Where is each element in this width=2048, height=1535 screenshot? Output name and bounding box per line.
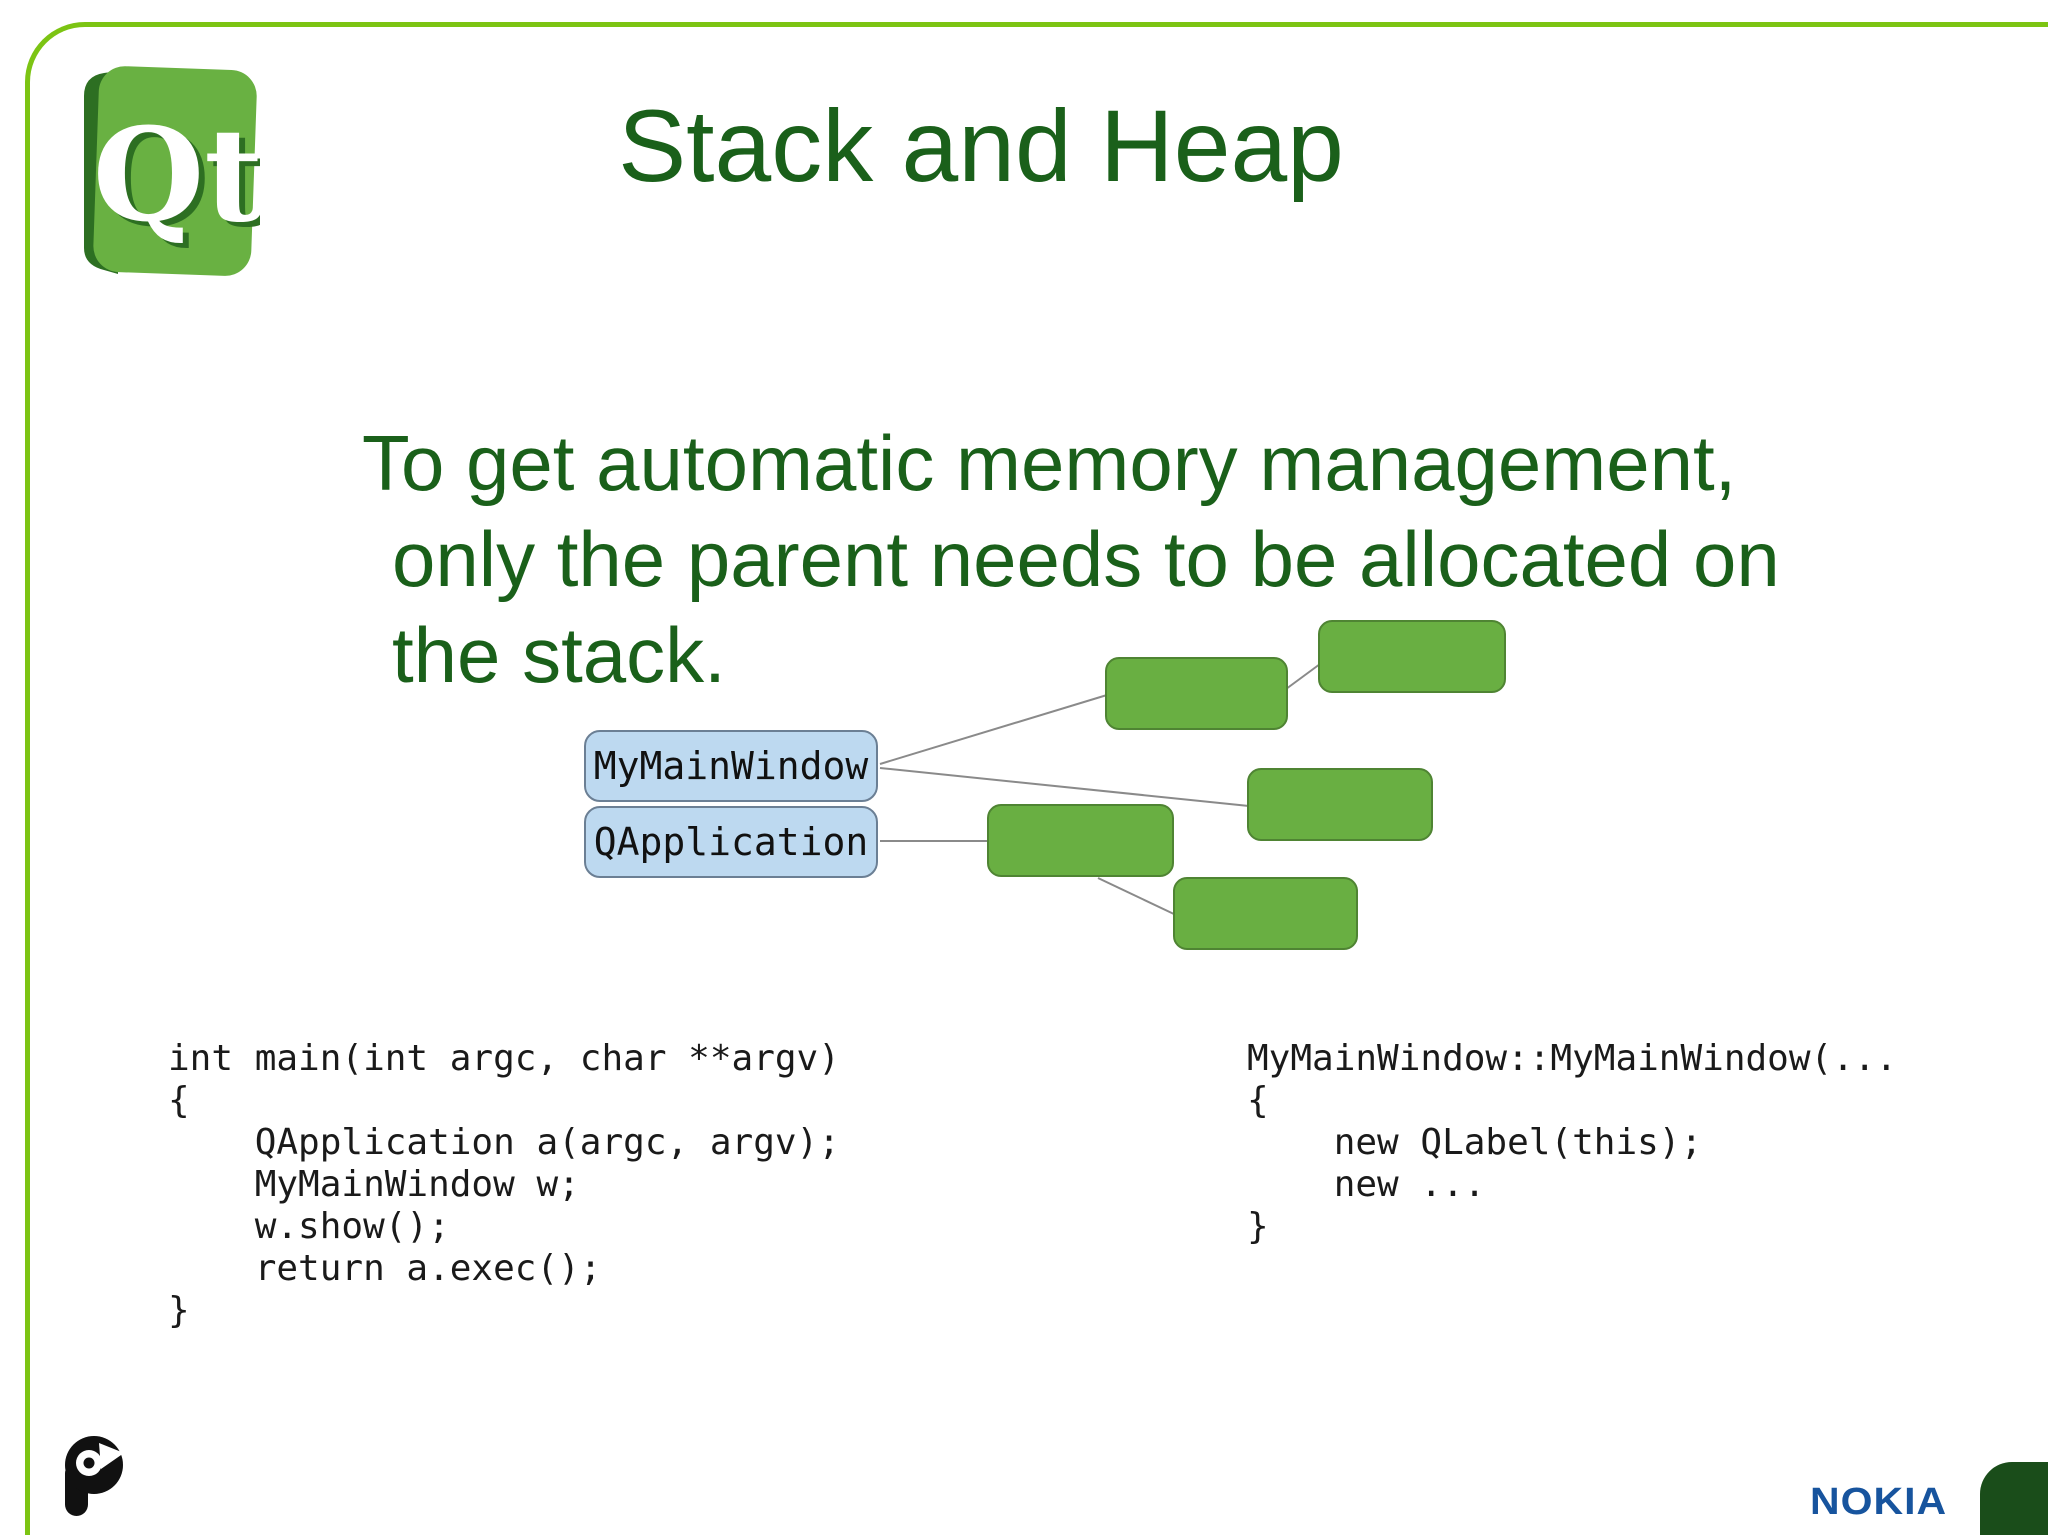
code-line: MyMainWindow w;: [168, 1164, 580, 1205]
body-line: the stack.: [392, 611, 726, 699]
bird-logo-icon: [62, 1434, 124, 1526]
heap-box: [1247, 768, 1433, 841]
heap-box: [1105, 657, 1288, 730]
code-line: w.show();: [168, 1206, 450, 1247]
body-paragraph: To get automatic memory management, only…: [362, 415, 1982, 703]
code-block-main: int main(int argc, char **argv) { QAppli…: [168, 1038, 840, 1332]
code-line: {: [168, 1080, 190, 1121]
code-line: new ...: [1247, 1164, 1486, 1205]
code-line: return a.exec();: [168, 1248, 602, 1289]
code-line: {: [1247, 1080, 1269, 1121]
code-block-constructor: MyMainWindow::MyMainWindow(... { new QLa…: [1247, 1038, 1897, 1248]
code-line: MyMainWindow::MyMainWindow(...: [1247, 1038, 1898, 1079]
code-line: QApplication a(argc, argv);: [168, 1122, 840, 1163]
heap-box: [1318, 620, 1506, 693]
body-line: only the parent needs to be allocated on: [392, 515, 1780, 603]
code-line: }: [168, 1290, 190, 1331]
stack-box-label: MyMainWindow: [593, 744, 869, 788]
code-line: int main(int argc, char **argv): [168, 1038, 840, 1079]
svg-text:Qt: Qt: [99, 106, 260, 256]
stack-box-qapplication: QApplication: [584, 806, 878, 878]
qt-logo-text: Qt: [93, 101, 260, 251]
corner-decoration: [1980, 1462, 2048, 1535]
heap-box: [1173, 877, 1358, 950]
stack-box-mymainwindow: MyMainWindow: [584, 730, 878, 802]
qt-logo-icon: Qt Qt: [72, 62, 269, 282]
heap-box: [987, 804, 1174, 877]
body-line: To get automatic memory management,: [362, 419, 1737, 507]
page-title: Stack and Heap: [618, 89, 1344, 203]
nokia-logo: NOKIA: [1810, 1479, 1948, 1523]
code-line: new QLabel(this);: [1247, 1122, 1703, 1163]
code-line: }: [1247, 1206, 1269, 1247]
stack-box-label: QApplication: [593, 820, 869, 864]
